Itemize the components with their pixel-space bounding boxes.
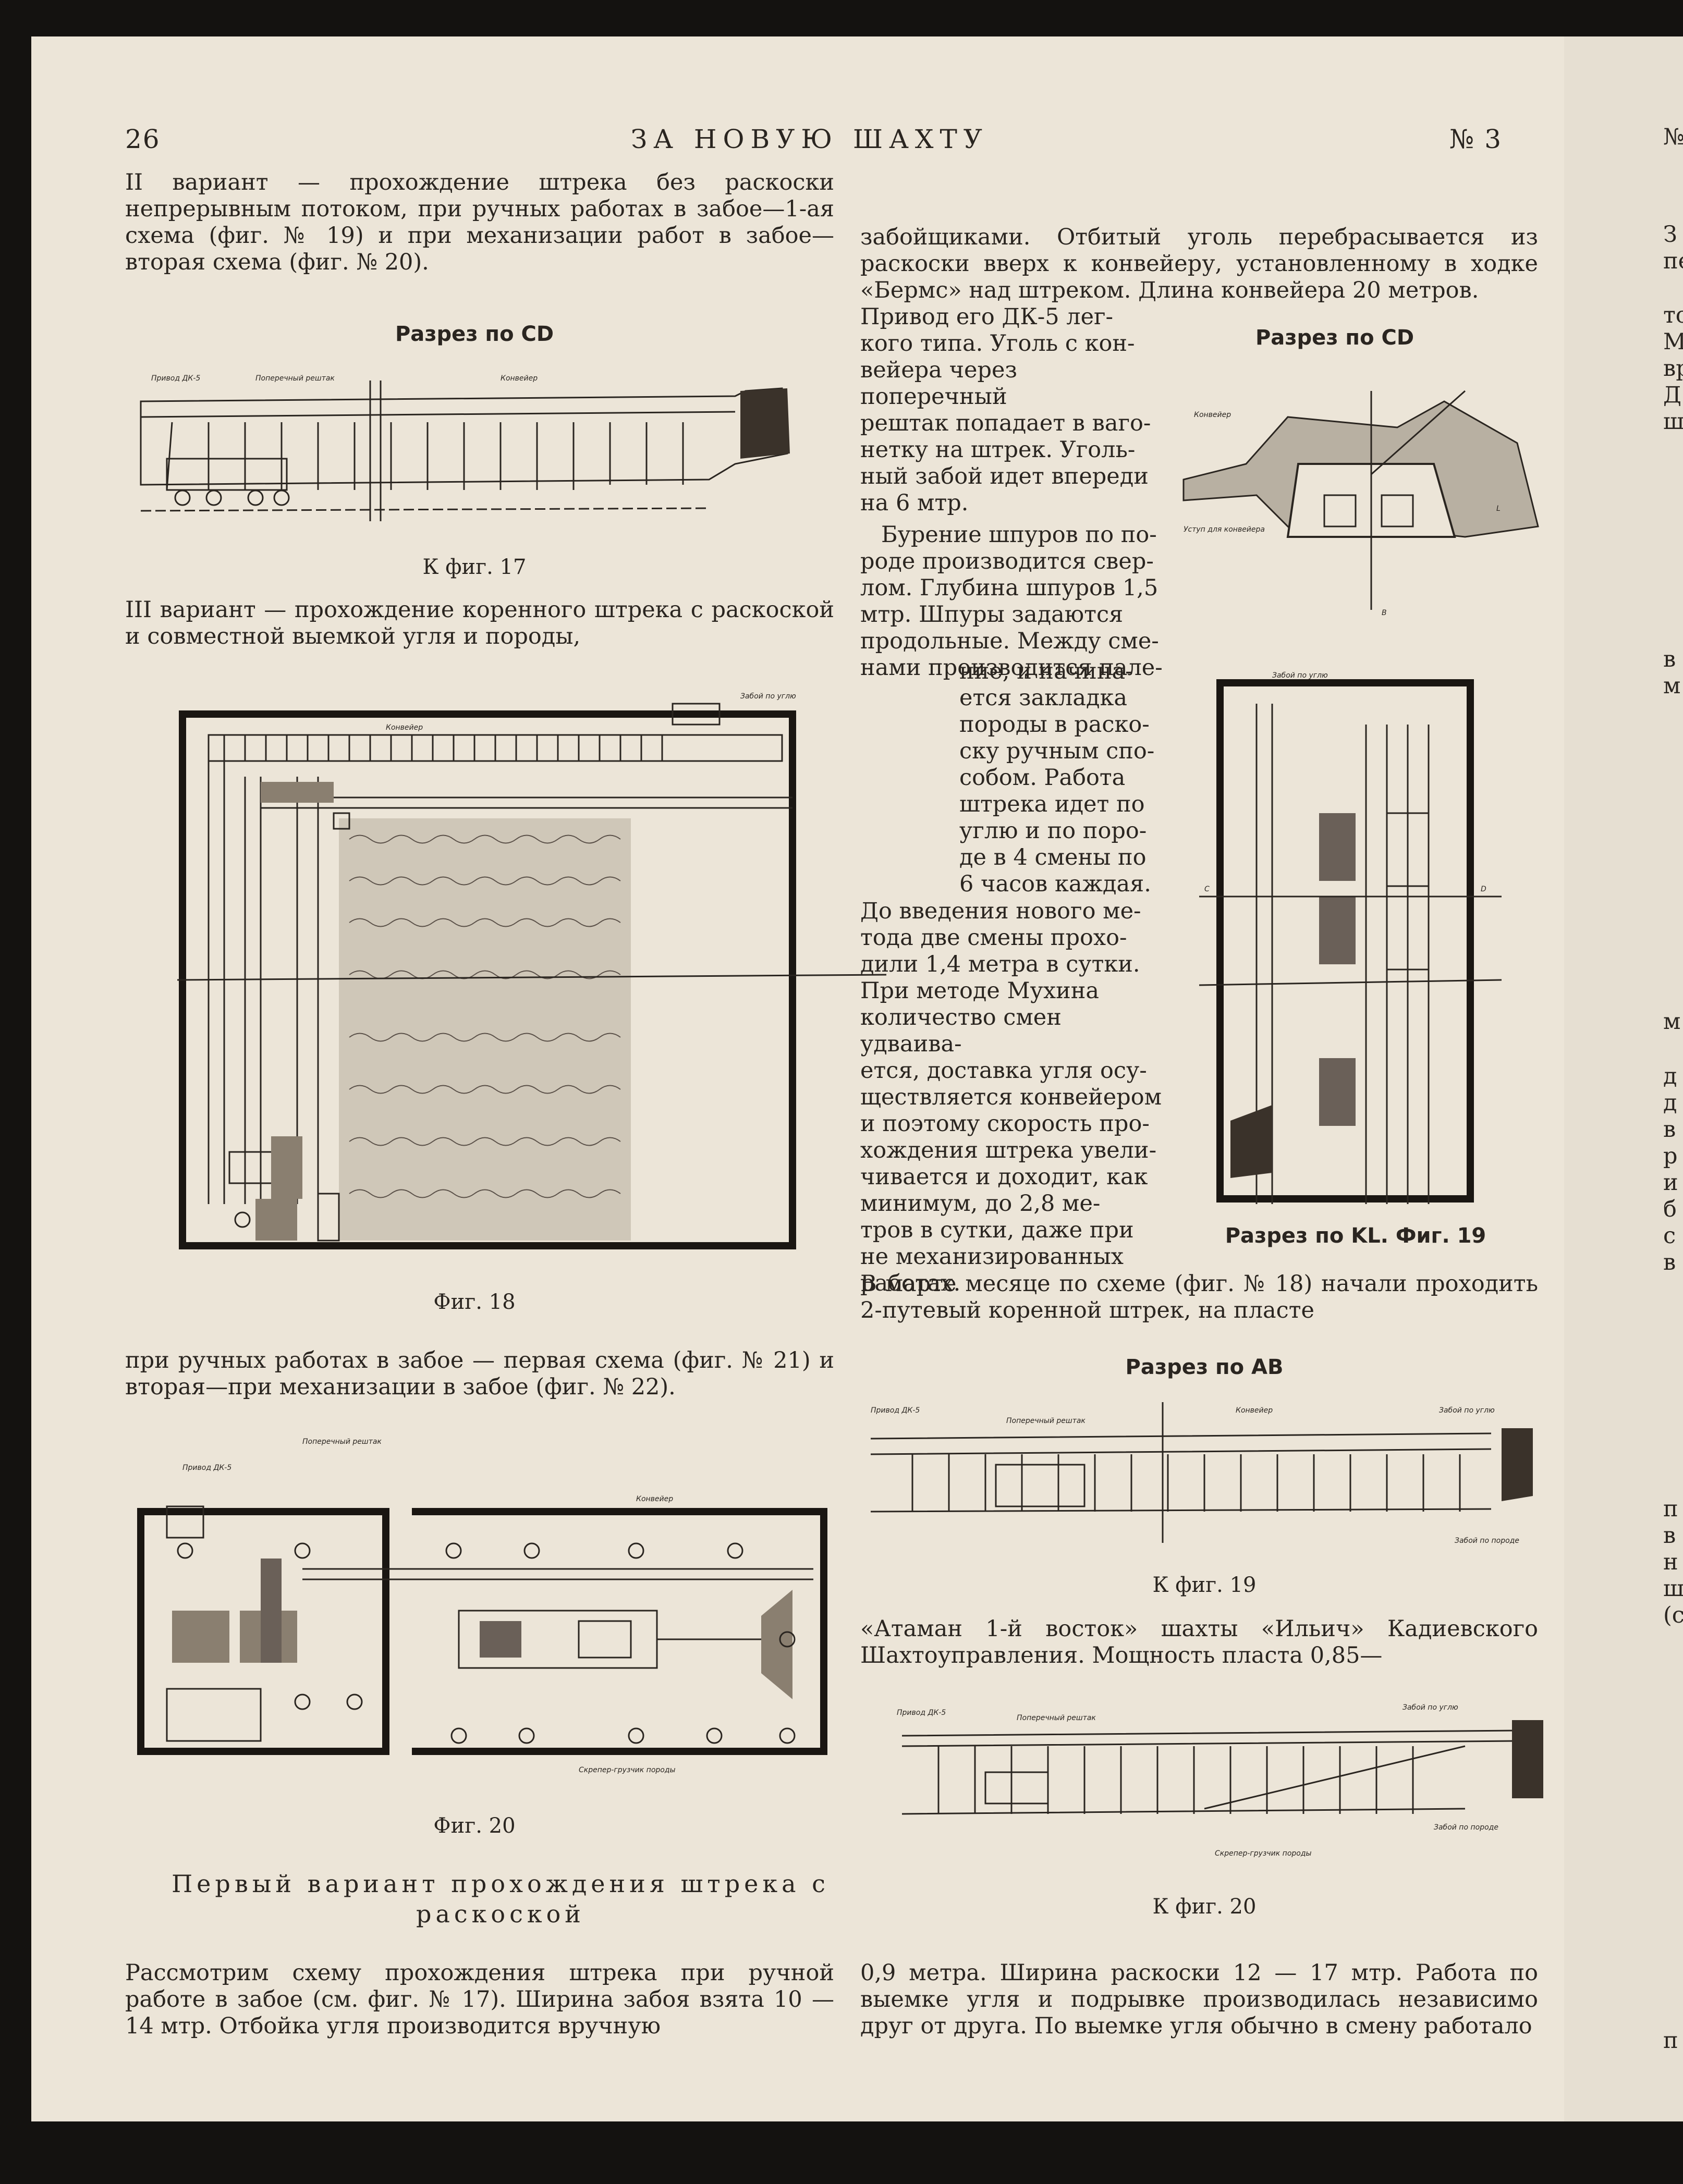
fig18-label-zaboy-uglyu: Забой по углю [740,692,796,701]
fig19-caption: Разрез по KL. Фиг. 19 [1225,1224,1486,1248]
variant-2-paragraph: II вариант — прохождение штрека без раск… [125,169,834,275]
paragraph-scheme: Рассмотрим схему прохождения штрека при … [125,1960,834,2039]
after-fig18-paragraph: при ручных работах в забое — первая схем… [125,1347,834,1400]
fig17-label-konveyer: Конвейер [501,374,538,383]
fig20-label-privod: Привод ДК-5 [182,1464,231,1472]
fragment: Д [1663,382,1681,408]
fragment: в [1663,1523,1676,1549]
fig20-small-caption: К фиг. 20 [1152,1895,1257,1919]
col2-paragraph-3-rest: До введения нового ме-тода две смены про… [860,898,1162,1296]
fig20-caption: Фиг. 20 [433,1814,516,1838]
fig-cd-point-b: B [1382,609,1387,617]
figure-20-plan: Привод ДК-5 Поперечный рештак Конвейер С… [136,1428,839,1783]
fig18-label-konveyer: Конвейер [386,723,423,732]
fig-cd-label-konveyer: Конвейер [1194,411,1231,419]
fig20s-label-zaboy-porode: Забой по породе [1434,1823,1498,1832]
fragment: с [1663,1223,1676,1249]
fig20s-label-zaboy-uglyu: Забой по углю [1402,1703,1458,1712]
fig-ab-label-privod: Привод ДК-5 [871,1406,920,1415]
fig20s-label-reshtak: Поперечный рештак [1017,1714,1096,1722]
fragment: м [1663,1009,1681,1035]
fig19-point-d: D [1481,885,1486,893]
section-heading: Первый вариант прохождения штрека с раск… [172,1870,830,1928]
fig17-label-reshtak: Поперечный рештак [255,374,335,383]
fig20-label-konveyer: Конвейер [636,1495,673,1503]
fig-cd-right-title: Разрез по CD [1255,326,1414,350]
fig20-label-skreper: Скрепер-грузчик породы [579,1766,676,1774]
issue-number: № 3 [1449,124,1503,154]
fig17-section-title: Разрез по CD [395,322,554,346]
figure-section-cd-right: Конвейер Уступ для конвейера B L [1173,370,1554,625]
fragment: в [1663,1249,1676,1275]
figure-20-section: Привод ДК-5 Поперечный рештак Забой по у… [892,1694,1548,1866]
fig-ab-section-title: Разрез по AB [1125,1355,1284,1379]
fragment: ш [1663,1576,1683,1602]
fragment: М [1663,329,1683,355]
fragment: б [1663,1196,1677,1222]
fig19-small-caption: К фиг. 19 [1152,1573,1257,1597]
fig-ab-label-konveyer: Конвейер [1236,1406,1273,1415]
fig17-caption: К фиг. 17 [422,555,527,579]
fragment: д [1663,1090,1677,1116]
journal-title: ЗА НОВУЮ ШАХТУ [631,124,989,154]
fig-ab-label-zaboy-uglyu: Забой по углю [1439,1406,1495,1415]
svg-text:Уступ для конвейера: Уступ для конвейера [1184,525,1265,534]
fragment: м [1663,673,1681,699]
fig20-label-reshtak: Поперечный рештак [302,1438,382,1446]
page-number: 26 [125,124,161,154]
fig17-label-privod: Привод ДК-5 [151,374,200,383]
fig-cd-point-l: L [1496,505,1501,513]
fragment: н [1663,1549,1678,1575]
fragment: то [1663,302,1683,328]
col2-paragraph-1: забойщиками. Отбитый уголь перебрасывает… [860,224,1538,303]
figure-17-section-cd: Привод ДК-5 Поперечный рештак Конвейер [136,360,819,537]
fragment: З [1663,222,1677,248]
fragment: пе [1663,248,1683,274]
fig-ab-label-zaboy-porode: Забой по породе [1455,1537,1519,1545]
fragment: п [1663,2028,1678,2054]
fig19-label-zaboy: Забой по углю [1272,671,1328,680]
fragment: д [1663,1063,1677,1089]
fragment: р [1663,1143,1678,1169]
col2-paragraph-5: «Атаман 1-й восток» шахты «Ильич» Кадиев… [860,1616,1538,1668]
col2-paragraph-4: В марте месяце по схеме (фиг. № 18) нача… [860,1271,1538,1323]
next-page-edge: № З пе то М вр Д ш в м м д д в р и б с в… [1564,36,1683,2121]
fig18-caption: Фиг. 18 [433,1290,516,1314]
fragment: п [1663,1496,1678,1522]
fig20s-label-skreper: Скрепер-грузчик породы [1215,1849,1312,1858]
fragment: в [1663,1116,1676,1143]
col2-paragraph-6: 0,9 метра. Ширина раскоски 12 — 17 мтр. … [860,1960,1538,2039]
variant-3-paragraph: III вариант — прохождение коренного штре… [125,597,834,649]
fragment: вр [1663,355,1683,382]
fig-ab-label-reshtak: Поперечный рештак [1006,1417,1086,1425]
figure-18-plan: Конвейер Забой по углю [177,683,886,1256]
magazine-page: 26 ЗА НОВУЮ ШАХТУ № 3 II вариант — прохо… [31,36,1564,2121]
fragment: (с [1663,1602,1683,1628]
fragment: ш [1663,409,1683,435]
fragment: в [1663,646,1676,672]
fig19-point-c: C [1204,885,1210,893]
figure-19-section-kl: C D Забой по углю [1199,652,1502,1225]
fig20s-label-privod: Привод ДК-5 [897,1709,946,1717]
col2-paragraph-2: Привод его ДК-5 лег-кого типа. Уголь с к… [860,304,1163,681]
fragment: № [1663,124,1683,150]
fragment: и [1663,1170,1678,1196]
figure-19-section-ab: Привод ДК-5 Поперечный рештак Конвейер З… [860,1392,1543,1548]
